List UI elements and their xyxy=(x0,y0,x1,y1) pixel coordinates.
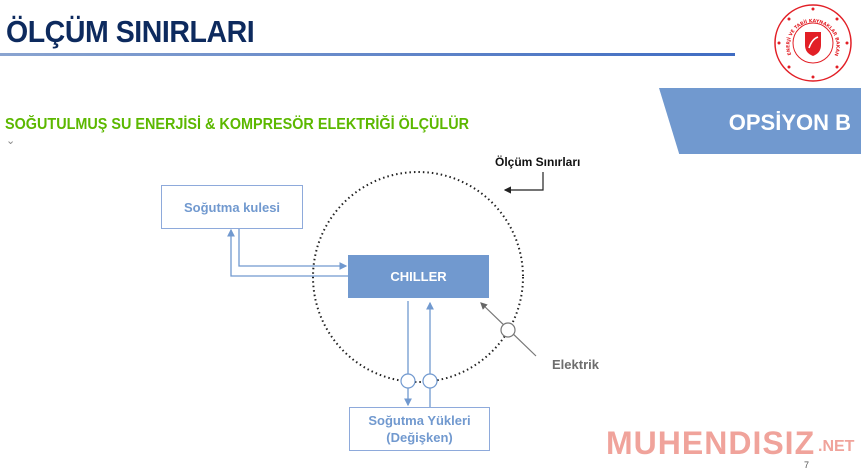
measurement-boundary xyxy=(312,171,524,383)
meter-electric xyxy=(500,322,516,338)
option-badge: OPSİYON B xyxy=(728,110,851,135)
ministry-seal-icon: T.C. ENERJİ VE TABİİ KAYNAKLAR BAKANLIĞI xyxy=(772,2,852,82)
boundary-label: Ölçüm Sınırları xyxy=(495,155,581,169)
page-title: ÖLÇÜM SINIRLARI xyxy=(6,14,255,49)
meter-return xyxy=(422,373,438,389)
meter-supply xyxy=(400,373,416,389)
cooling-loads-box: Soğutma Yükleri (Değişken) xyxy=(349,407,490,451)
title-divider xyxy=(0,53,735,56)
chiller-box: CHILLER xyxy=(348,255,489,298)
loads-sublabel: (Değişken) xyxy=(386,430,453,445)
loads-label: Soğutma Yükleri xyxy=(368,413,471,428)
watermark-suffix: .NET xyxy=(818,438,855,455)
option-banner xyxy=(659,88,861,154)
chevron-down-icon[interactable]: ⌄ xyxy=(6,135,16,147)
tower-to-chiller-line xyxy=(238,229,348,270)
chiller-to-tower-line xyxy=(227,228,348,277)
electric-label: Elektrik xyxy=(552,357,599,372)
subtitle: SOĞUTULMUŞ SU ENERJİSİ & KOMPRESÖR ELEKT… xyxy=(5,116,470,133)
boundary-pointer xyxy=(503,172,544,194)
cooling-tower-box: Soğutma kulesi xyxy=(161,185,303,229)
page-number: 7 xyxy=(804,460,810,470)
watermark-logo: MUHENDISIZ xyxy=(606,425,816,461)
